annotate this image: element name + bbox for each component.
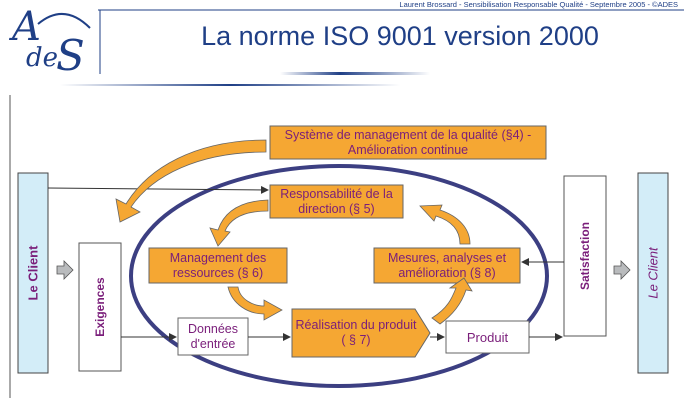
output-block-arrow	[613, 260, 631, 280]
mesures-label: Mesures, analyses et amélioration (§ 8)	[387, 250, 507, 280]
produit-box	[445, 320, 530, 354]
header-underline	[280, 72, 430, 75]
responsabilite-label: Responsabilité de la direction (§ 5)	[280, 186, 393, 216]
cycle-arrow-produit	[431, 277, 473, 325]
cycle-arrow-direction	[209, 199, 269, 247]
mesures-box	[373, 247, 521, 284]
client-to-responsabilite-arrow	[47, 185, 269, 194]
sms-label: Système de management de la qualité (§4)…	[284, 127, 532, 157]
realisation-label: Réalisation du produit ( § 7)	[295, 318, 417, 347]
satisfaction-box	[563, 175, 607, 337]
responsabilite-box	[269, 184, 404, 219]
cycle-arrow-ressources	[227, 286, 283, 321]
produit-label: Produit	[466, 329, 509, 345]
ressources-box	[148, 247, 288, 284]
svg-text:A: A	[8, 4, 41, 50]
ades-logo: A de S	[4, 4, 96, 76]
realisation-box	[291, 308, 431, 358]
process-ellipse	[129, 164, 549, 388]
svg-text:S: S	[56, 31, 85, 76]
header-credit: Laurent Brossard - Sensibilisation Respo…	[399, 0, 678, 9]
svg-text:de: de	[26, 43, 58, 73]
ressources-label: Management des ressources (§ 6)	[169, 250, 267, 280]
page-title: La norme ISO 9001 version 2000	[201, 21, 599, 51]
donnees-label: Données d'entrée	[187, 321, 239, 351]
header-divider	[60, 84, 400, 86]
exigences-box	[78, 242, 122, 372]
input-block-arrow	[56, 260, 74, 280]
client-right-label: Le Client	[645, 247, 661, 299]
exigences-label: Exigences	[93, 277, 107, 337]
sms-box	[269, 125, 547, 160]
cycle-arrow-sms	[115, 139, 267, 223]
client-left-label: Le Client	[25, 245, 41, 301]
client-left-box	[17, 172, 49, 374]
cycle-arrow-mesures	[419, 204, 471, 245]
client-right-box	[637, 172, 669, 374]
satisfaction-label: Satisfaction	[578, 221, 592, 291]
